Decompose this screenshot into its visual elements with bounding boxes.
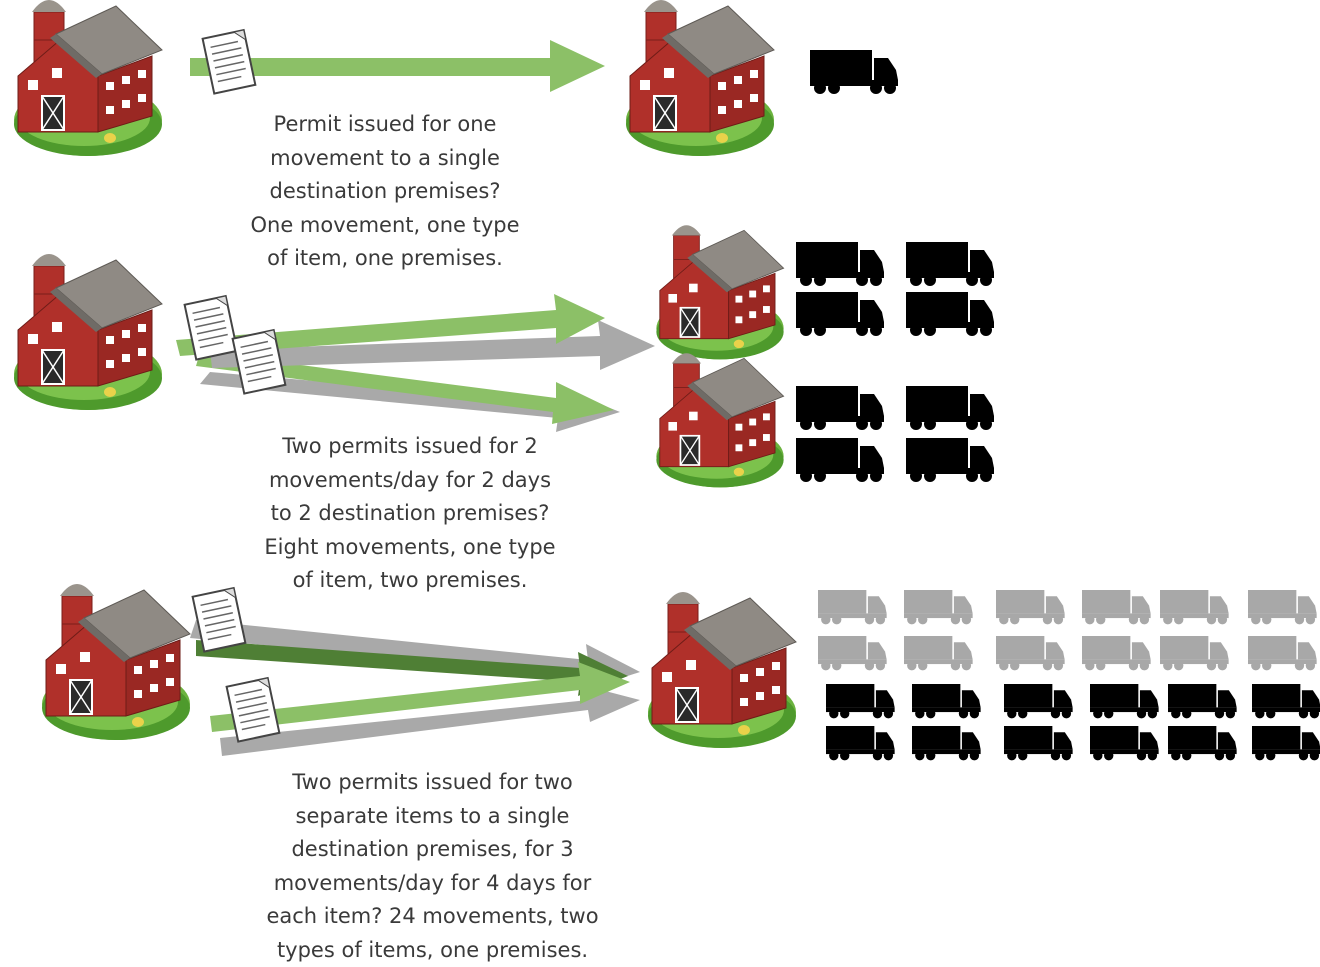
truck-icon (1168, 684, 1237, 718)
truck-icon (906, 386, 994, 430)
truck-icon (1168, 726, 1237, 760)
scenario-3 (42, 584, 1320, 760)
caption-line: movements/day for 2 days (240, 464, 580, 498)
truck-icon (904, 636, 973, 670)
caption-line: movements/day for 4 days for (245, 867, 620, 901)
truck-icon (996, 590, 1065, 624)
truck-icon (912, 684, 981, 718)
truck-icon (1160, 636, 1229, 670)
truck-icon (796, 242, 884, 286)
caption-line: destination premises, for 3 (245, 833, 620, 867)
permit-document-icon (203, 30, 256, 94)
caption-line: of item, one premises. (230, 242, 540, 276)
caption-line: destination premises? (230, 175, 540, 209)
caption-line: Two permits issued for 2 (240, 430, 580, 464)
caption-line: Two permits issued for two (245, 766, 620, 800)
caption-line: Eight movements, one type (240, 531, 580, 565)
truck-icon (912, 726, 981, 760)
caption-line: Permit issued for one (230, 108, 540, 142)
destination-barn-icon (626, 0, 774, 156)
truck-icon (1090, 726, 1159, 760)
caption-line: separate items to a single (245, 800, 620, 834)
scenario-2-caption: Two permits issued for 2 movements/day f… (240, 430, 580, 598)
truck-icon (826, 726, 895, 760)
origin-barn-icon (14, 254, 162, 410)
truck-icon (1252, 684, 1320, 718)
origin-barn-icon (14, 0, 162, 156)
truck-icon (906, 242, 994, 286)
caption-line: movement to a single (230, 142, 540, 176)
destination-barn-icon (656, 353, 783, 487)
truck-icon (810, 50, 898, 94)
destination-barn-icon (648, 592, 796, 748)
truck-icon (1082, 590, 1151, 624)
truck-icon (1248, 636, 1317, 670)
destination-barn-icon (656, 225, 783, 359)
truck-icon (796, 438, 884, 482)
truck-icon (1160, 590, 1229, 624)
truck-icon (796, 292, 884, 336)
truck-icon (1004, 726, 1073, 760)
truck-icon (1090, 684, 1159, 718)
truck-icon (1248, 590, 1317, 624)
caption-line: to 2 destination premises? (240, 497, 580, 531)
truck-group-premises-1 (796, 242, 994, 336)
permit-document-icon (227, 678, 280, 742)
scenario-3-caption: Two permits issued for two separate item… (245, 766, 620, 967)
truck-icon (996, 636, 1065, 670)
truck-icon (818, 636, 887, 670)
truck-icon (796, 386, 884, 430)
truck-group-premises-2 (796, 386, 994, 482)
truck-icon (1082, 636, 1151, 670)
scenario-1-caption: Permit issued for one movement to a sing… (230, 108, 540, 276)
truck-icon (826, 684, 895, 718)
black-truck-group (826, 684, 1320, 760)
caption-line: types of items, one premises. (245, 934, 620, 967)
gray-truck-group (818, 590, 1317, 670)
caption-line: One movement, one type (230, 209, 540, 243)
truck-icon (1004, 684, 1073, 718)
truck-icon (818, 590, 887, 624)
caption-line: of item, two premises. (240, 564, 580, 598)
caption-line: each item? 24 movements, two (245, 900, 620, 934)
origin-barn-icon (42, 584, 190, 740)
truck-icon (906, 438, 994, 482)
truck-icon (904, 590, 973, 624)
truck-icon (906, 292, 994, 336)
truck-icon (1252, 726, 1320, 760)
